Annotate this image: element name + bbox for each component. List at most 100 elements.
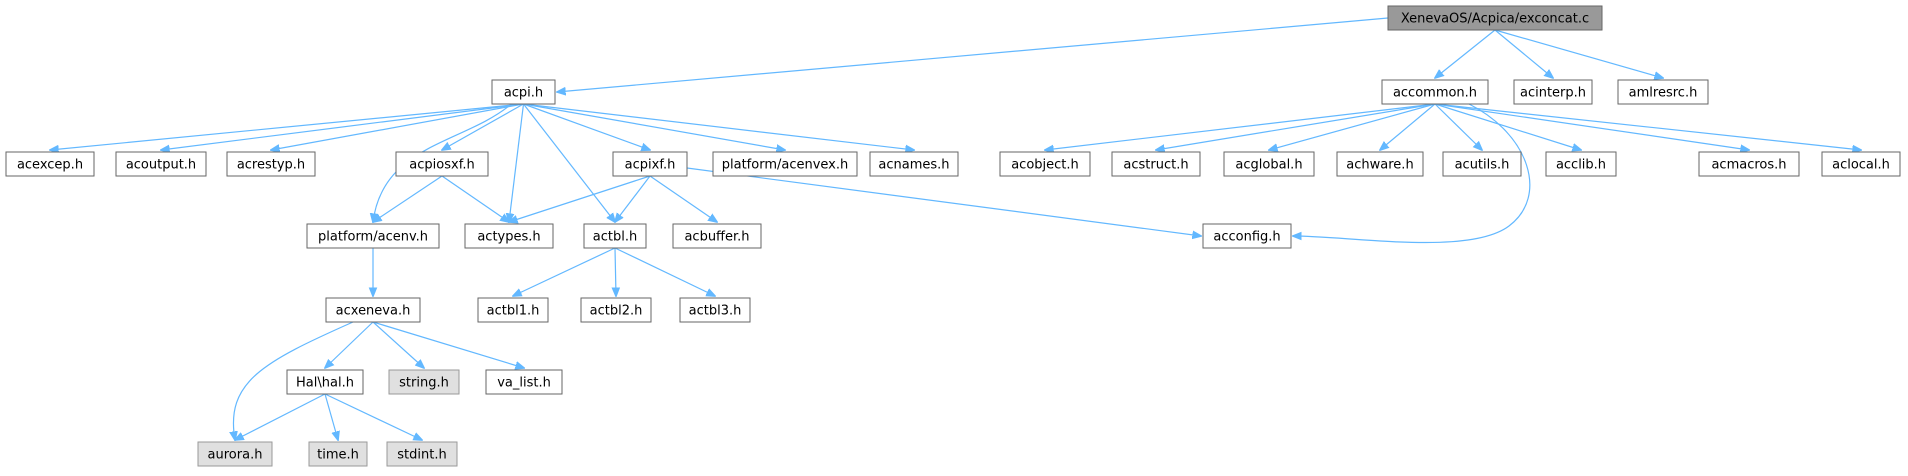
node-box <box>583 223 647 249</box>
node-time[interactable]: time.h <box>308 441 368 467</box>
node-label: acpiosxf.h <box>409 158 474 173</box>
node-achware[interactable]: achware.h <box>1336 151 1424 177</box>
node-acinterp[interactable]: acinterp.h <box>1513 79 1593 105</box>
node-acpi[interactable]: acpi.h <box>491 79 556 105</box>
node-box <box>1387 5 1603 31</box>
node-acnames[interactable]: acnames.h <box>869 151 959 177</box>
node-box <box>1617 79 1709 105</box>
edge-accommon-to-acconfig <box>1293 103 1531 244</box>
nodes-layer: XenevaOS/Acpica/exconcat.c acpi.h accommon… <box>5 5 1901 467</box>
node-box <box>485 369 563 395</box>
edge-accommon-to-achware <box>1380 103 1436 150</box>
edge-acpixf-to-actypes <box>509 175 651 222</box>
node-acconfig[interactable]: acconfig.h <box>1202 223 1292 249</box>
node-box <box>286 369 364 395</box>
node-acmacros[interactable]: acmacros.h <box>1698 151 1800 177</box>
node-label: acbuffer.h <box>684 230 749 245</box>
node-acpiosxf[interactable]: acpiosxf.h <box>395 151 489 177</box>
node-hal[interactable]: Hal\hal.h <box>286 369 364 395</box>
node-acenv[interactable]: platform/acenv.h <box>306 223 440 249</box>
node-label: aurora.h <box>208 448 263 463</box>
edge-acpixf-to-actbl <box>615 175 651 222</box>
node-acexcep[interactable]: acexcep.h <box>5 151 95 177</box>
node-label: accommon.h <box>1393 86 1477 101</box>
node-box <box>325 297 421 323</box>
node-box <box>464 223 554 249</box>
node-amlresrc[interactable]: amlresrc.h <box>1617 79 1709 105</box>
edge-accommon-to-acclib <box>1434 103 1581 150</box>
node-label: aclocal.h <box>1832 158 1890 173</box>
node-label: acexcep.h <box>17 158 83 173</box>
edge-accommon-to-acutils <box>1434 103 1482 150</box>
edge-acpi-to-acrestyp <box>271 103 524 150</box>
node-acclib[interactable]: acclib.h <box>1545 151 1617 177</box>
node-acrestyp[interactable]: acrestyp.h <box>226 151 316 177</box>
edge-acpi-to-acpixf <box>523 103 651 150</box>
node-acxeneva[interactable]: acxeneva.h <box>325 297 421 323</box>
node-actbl2[interactable]: actbl2.h <box>580 297 652 323</box>
node-acutils[interactable]: acutils.h <box>1442 151 1522 177</box>
node-label: acxeneva.h <box>336 304 411 319</box>
node-box <box>580 297 652 323</box>
edge-actbl-to-actbl2 <box>615 247 616 296</box>
node-label: time.h <box>317 448 359 463</box>
node-label: actbl1.h <box>487 304 540 319</box>
edge-acpixf-to-acconfig <box>686 167 1201 236</box>
node-label: platform/acenvex.h <box>722 158 849 173</box>
node-acoutput[interactable]: acoutput.h <box>115 151 207 177</box>
node-label: actbl.h <box>593 230 637 245</box>
edge-actbl-to-actbl1 <box>513 247 616 296</box>
node-aurora[interactable]: aurora.h <box>197 441 273 467</box>
node-actbl3[interactable]: actbl3.h <box>679 297 751 323</box>
node-acbuffer[interactable]: acbuffer.h <box>672 223 762 249</box>
edge-acpi-to-acenv <box>373 103 512 222</box>
node-label: acconfig.h <box>1213 230 1280 245</box>
node-label: acstruct.h <box>1123 158 1188 173</box>
node-box <box>395 151 489 177</box>
node-label: Hal\hal.h <box>296 376 354 391</box>
node-box <box>115 151 207 177</box>
node-label: acobject.h <box>1011 158 1079 173</box>
node-valist[interactable]: va_list.h <box>485 369 563 395</box>
node-label: acoutput.h <box>126 158 196 173</box>
edge-root-to-acinterp <box>1494 29 1553 78</box>
node-box <box>1202 223 1292 249</box>
node-accommon[interactable]: accommon.h <box>1381 79 1489 105</box>
edge-acxeneva-to-valist <box>372 321 524 368</box>
edge-acpi-to-actbl <box>523 103 616 222</box>
edge-acxeneva-to-hal <box>325 321 374 368</box>
node-acobject[interactable]: acobject.h <box>999 151 1091 177</box>
node-box <box>1698 151 1800 177</box>
node-string[interactable]: string.h <box>388 369 460 395</box>
node-box <box>1336 151 1424 177</box>
node-box <box>5 151 95 177</box>
edge-accommon-to-acstruct <box>1156 103 1436 150</box>
edge-accommon-to-acmacros <box>1434 103 1749 150</box>
node-label: acinterp.h <box>1520 86 1586 101</box>
edge-root-to-amlresrc <box>1494 29 1663 78</box>
node-label: acnames.h <box>878 158 949 173</box>
node-box <box>712 151 858 177</box>
node-acenvex[interactable]: platform/acenvex.h <box>712 151 858 177</box>
node-aclocal[interactable]: aclocal.h <box>1821 151 1901 177</box>
node-label: actbl3.h <box>689 304 742 319</box>
node-acstruct[interactable]: acstruct.h <box>1111 151 1201 177</box>
node-acglobal[interactable]: acglobal.h <box>1223 151 1315 177</box>
edge-acxeneva-to-string <box>372 321 424 368</box>
node-actbl1[interactable]: actbl1.h <box>477 297 549 323</box>
node-stdint[interactable]: stdint.h <box>386 441 458 467</box>
edge-root-to-accommon <box>1435 29 1496 78</box>
edge-acpi-to-acexcep <box>50 103 524 150</box>
node-box <box>679 297 751 323</box>
edges-layer <box>50 17 1861 440</box>
edge-hal-to-time <box>324 393 338 440</box>
node-actbl[interactable]: actbl.h <box>583 223 647 249</box>
node-acpixf[interactable]: acpixf.h <box>612 151 688 177</box>
node-actypes[interactable]: actypes.h <box>464 223 554 249</box>
node-root[interactable]: XenevaOS/Acpica/exconcat.c <box>1387 5 1603 31</box>
edge-acpi-to-acpiosxf <box>442 103 524 150</box>
edge-acpi-to-acoutput <box>161 103 524 150</box>
edge-acpi-to-acnames <box>523 103 915 150</box>
edge-acpi-to-actypes <box>509 103 525 222</box>
node-label: acpixf.h <box>625 158 676 173</box>
